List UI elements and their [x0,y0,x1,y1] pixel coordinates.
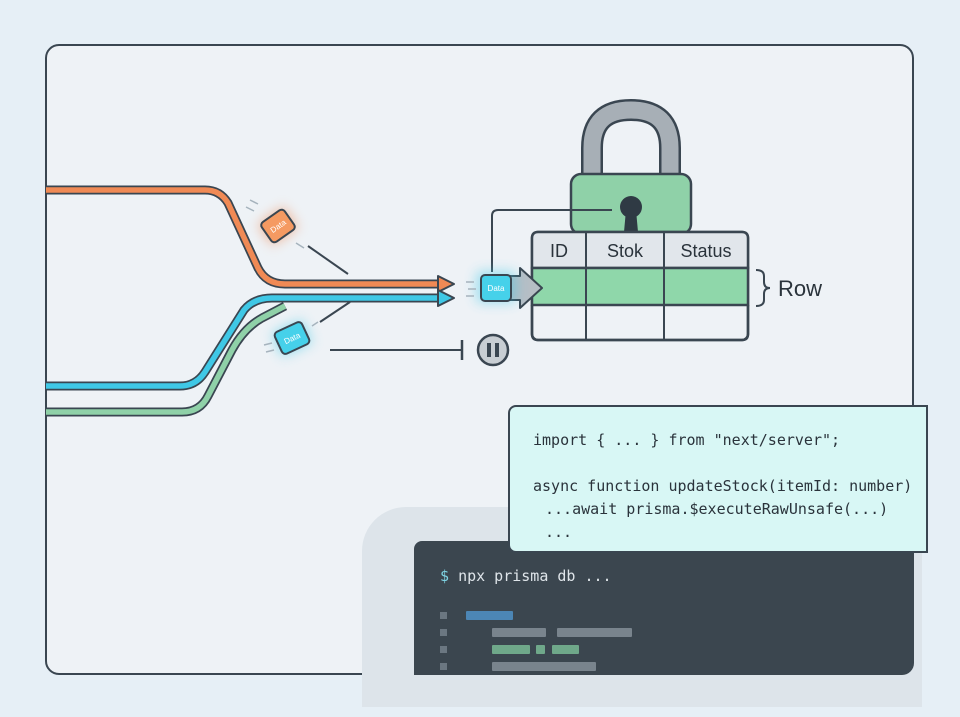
stock-table: ID Stok Status [530,230,750,342]
green-flow-line [46,302,288,417]
code-line-blank [533,452,926,475]
terminal-output [440,611,740,679]
code-line-await: ...await prisma.$executeRawUnsafe(...) [545,500,889,518]
center-motion-lines [466,281,476,297]
cyan-arrow-head [437,289,455,307]
header-status: Status [680,241,731,261]
pause-icon [476,333,510,367]
code-line-ellipsis: ... [545,523,573,541]
terminal-command: npx prisma db ... [458,567,612,585]
terminal-output-row [440,645,740,654]
row-brace-icon [755,269,771,307]
terminal-panel: $ npx prisma db ... [414,541,914,675]
terminal-output-row [440,628,740,637]
keyhole-icon [620,196,642,218]
terminal-command-line: $ npx prisma db ... [440,567,612,585]
terminal-output-row [440,611,740,620]
cyan-data-packet: Data [272,320,312,356]
cyan-motion-lines [263,321,319,353]
orange-data-packet: Data [259,207,297,245]
terminal-output-row [440,662,740,671]
orange-motion-lines [245,199,305,249]
header-stok: Stok [607,241,644,261]
locked-row [530,266,750,307]
code-line-function: async function updateStock(itemId: numbe… [533,477,913,495]
terminal-prompt: $ [440,567,450,585]
code-snippet-card: import { ... } from "next/server"; async… [508,405,928,553]
orange-arrow-head [437,275,455,293]
row-label: Row [778,276,822,301]
code-line-import: import { ... } from "next/server"; [533,431,841,449]
center-data-packet: Data [476,271,516,303]
center-packet-label: Data [488,284,505,293]
orange-flow-line [46,185,440,289]
header-id: ID [550,241,568,261]
lock-connector [491,209,612,272]
